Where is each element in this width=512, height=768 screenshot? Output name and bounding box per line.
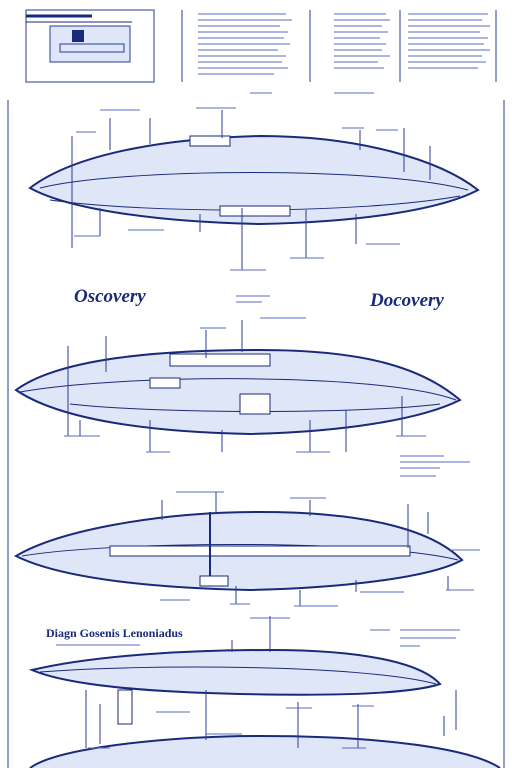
logo-right: Docovery xyxy=(369,290,444,311)
header-drawing xyxy=(25,9,497,83)
top-elevation-view xyxy=(28,92,480,271)
logo-left: Oscovery xyxy=(74,286,146,307)
title-text: Diagn Gosenis Lenoniadus xyxy=(46,626,183,640)
header-block xyxy=(22,4,498,86)
side-elevation-view xyxy=(14,295,470,477)
legend-lines xyxy=(56,629,460,647)
base-elevation-view xyxy=(28,616,501,768)
lower-elevation-view xyxy=(13,491,480,607)
